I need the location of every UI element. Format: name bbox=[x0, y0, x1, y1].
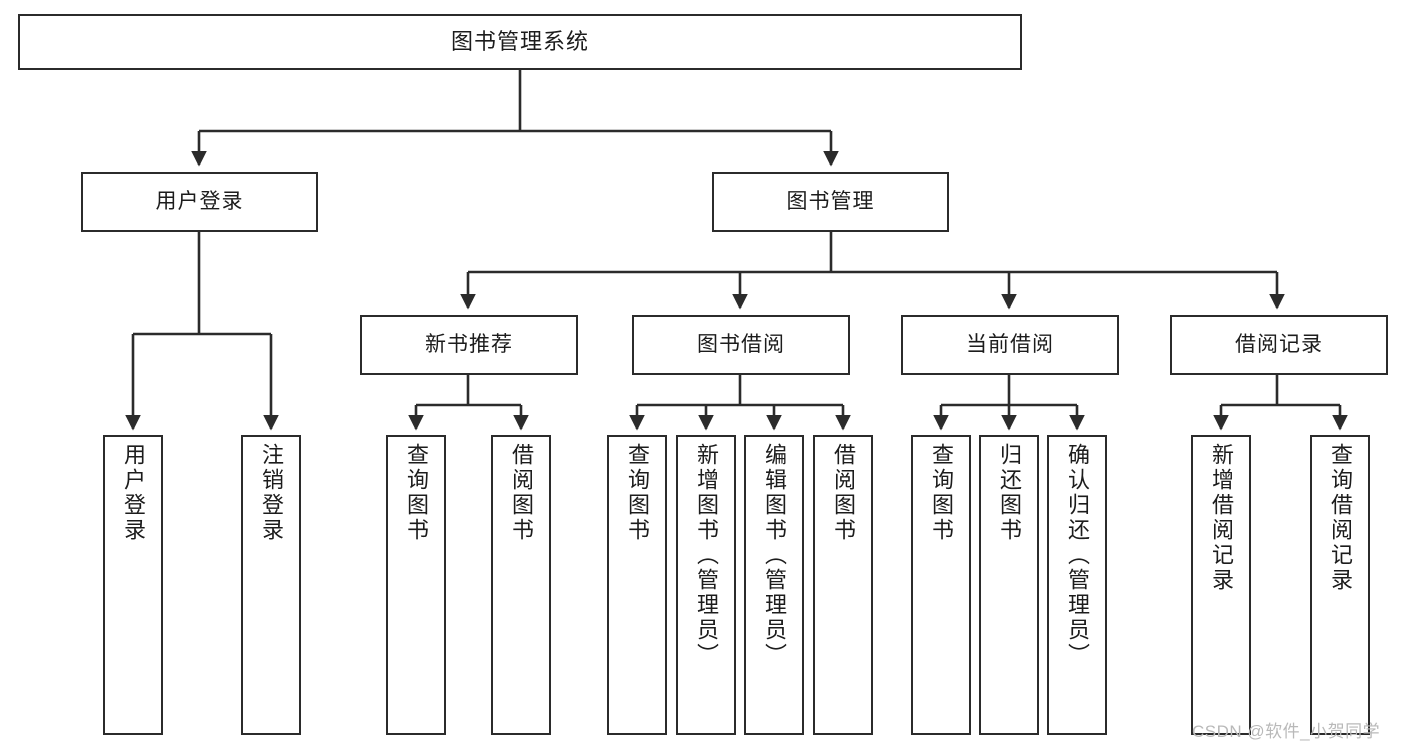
node-user-login[interactable]: 用户登录 bbox=[81, 172, 318, 232]
node-label: 当前借阅 bbox=[966, 332, 1054, 356]
node-borrow-record[interactable]: 借阅记录 bbox=[1170, 315, 1388, 375]
node-leaf-query-book-3[interactable]: 查询图书 bbox=[911, 435, 971, 735]
node-leaf-query-book-2[interactable]: 查询图书 bbox=[607, 435, 667, 735]
node-label: 新增图书（管理员） bbox=[694, 443, 719, 668]
node-label: 查询图书 bbox=[929, 443, 954, 543]
node-label: 借阅图书 bbox=[509, 443, 534, 543]
node-leaf-query-book-1[interactable]: 查询图书 bbox=[386, 435, 446, 735]
node-label: 确认归还（管理员） bbox=[1065, 443, 1090, 668]
node-label: 查询图书 bbox=[625, 443, 650, 543]
node-book-manage[interactable]: 图书管理 bbox=[712, 172, 949, 232]
node-label: 编辑图书（管理员） bbox=[762, 443, 787, 668]
node-label: 归还图书 bbox=[997, 443, 1022, 543]
node-leaf-borrow-book-1[interactable]: 借阅图书 bbox=[491, 435, 551, 735]
watermark-text: CSDN @软件_小贺同学 bbox=[1192, 722, 1381, 741]
node-label: 新增借阅记录 bbox=[1209, 443, 1234, 593]
node-leaf-logout-login[interactable]: 注销登录 bbox=[241, 435, 301, 735]
node-label: 借阅记录 bbox=[1235, 332, 1323, 356]
node-label: 注销登录 bbox=[259, 443, 284, 543]
node-label: 图书借阅 bbox=[697, 332, 785, 356]
node-current-borrow[interactable]: 当前借阅 bbox=[901, 315, 1119, 375]
node-leaf-borrow-book-2[interactable]: 借阅图书 bbox=[813, 435, 873, 735]
node-label: 查询图书 bbox=[404, 443, 429, 543]
node-label: 用户登录 bbox=[121, 443, 146, 543]
node-new-book-recommend[interactable]: 新书推荐 bbox=[360, 315, 578, 375]
node-label: 用户登录 bbox=[155, 189, 244, 213]
node-leaf-return-book[interactable]: 归还图书 bbox=[979, 435, 1039, 735]
node-leaf-edit-book[interactable]: 编辑图书（管理员） bbox=[744, 435, 804, 735]
node-leaf-query-record[interactable]: 查询借阅记录 bbox=[1310, 435, 1370, 735]
node-label: 查询借阅记录 bbox=[1328, 443, 1353, 593]
node-leaf-confirm-return[interactable]: 确认归还（管理员） bbox=[1047, 435, 1107, 735]
node-root-system[interactable]: 图书管理系统 bbox=[18, 14, 1022, 70]
node-label: 图书管理系统 bbox=[450, 29, 589, 55]
node-label: 借阅图书 bbox=[831, 443, 856, 543]
node-book-borrow[interactable]: 图书借阅 bbox=[632, 315, 850, 375]
node-leaf-add-record[interactable]: 新增借阅记录 bbox=[1191, 435, 1251, 735]
node-leaf-user-login[interactable]: 用户登录 bbox=[103, 435, 163, 735]
node-leaf-add-book[interactable]: 新增图书（管理员） bbox=[676, 435, 736, 735]
node-label: 图书管理 bbox=[786, 189, 875, 213]
node-label: 新书推荐 bbox=[425, 332, 513, 356]
